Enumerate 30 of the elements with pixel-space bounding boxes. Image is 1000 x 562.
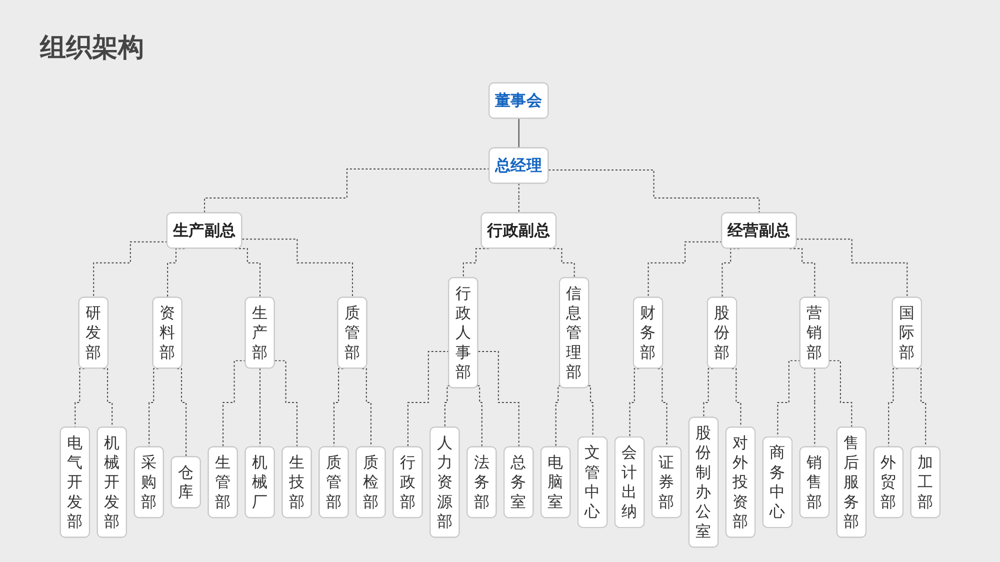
connector [548, 169, 760, 214]
connector [74, 368, 85, 428]
connector [703, 368, 714, 418]
connector [518, 118, 520, 149]
connector [333, 368, 344, 448]
title: 组织架构 [40, 32, 144, 65]
connector [407, 351, 450, 448]
connector [462, 248, 490, 279]
connector [518, 183, 520, 214]
connector [722, 248, 740, 298]
connector [789, 248, 816, 298]
connector [478, 351, 520, 448]
connector [234, 248, 261, 298]
connector [222, 360, 246, 448]
connector [814, 368, 816, 448]
connector [476, 385, 482, 448]
connector [629, 368, 640, 438]
connector [548, 248, 575, 279]
connector [93, 241, 168, 298]
connector [259, 368, 261, 448]
connector [242, 238, 354, 298]
connector [888, 368, 898, 448]
connector [176, 368, 187, 458]
connector [148, 368, 159, 448]
connector [274, 360, 298, 448]
connector [796, 238, 908, 298]
connector [828, 360, 852, 428]
connector [444, 385, 450, 428]
connector [555, 385, 562, 448]
connector [166, 248, 185, 298]
